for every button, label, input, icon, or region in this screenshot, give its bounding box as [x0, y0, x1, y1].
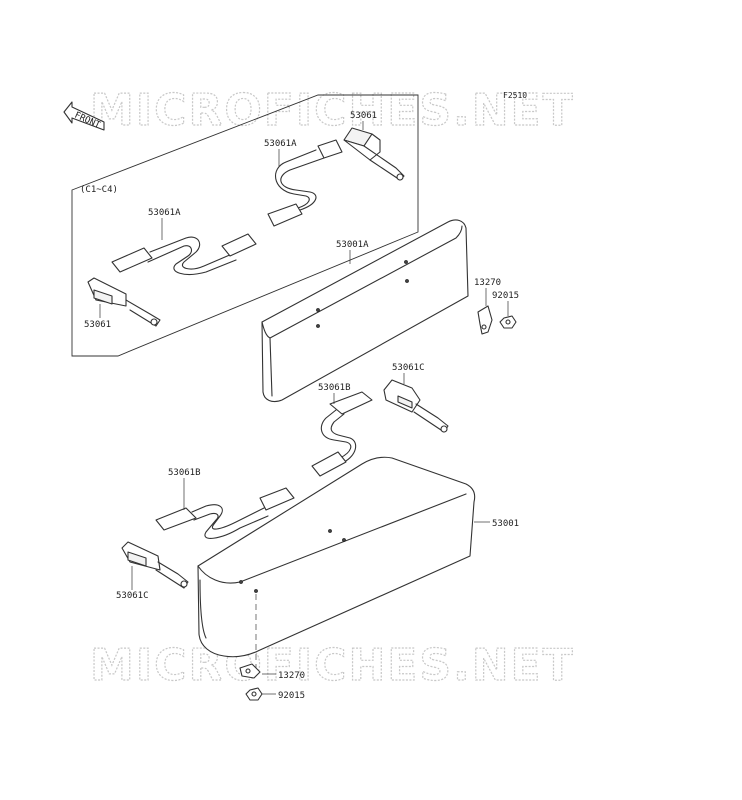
belt-b-lower: [155, 487, 295, 539]
belt-b-upper: [311, 391, 373, 477]
label-nut-lower: 92015: [278, 691, 305, 701]
buckle-c-lower: [121, 541, 189, 589]
figure-code: F2510: [503, 91, 527, 100]
label-backrest: 53001A: [336, 240, 369, 250]
bracket-upper: [477, 305, 493, 335]
variant-note: (C1~C4): [80, 185, 118, 195]
watermark-bottom: MICROFICHES.NET: [90, 640, 575, 691]
label-bracket-upper: 13270: [474, 278, 501, 288]
variant-inset-box: [71, 94, 419, 357]
label-buckle-c-upper: 53061C: [392, 363, 425, 373]
buckle-c-upper: [383, 379, 449, 433]
label-belt-b-upper: 53061B: [318, 383, 351, 393]
label-nut-upper: 92015: [492, 291, 519, 301]
bracket-lower: [239, 663, 261, 679]
label-bracket-lower: 13270: [278, 671, 305, 681]
label-box-belt-upper: 53061A: [264, 139, 297, 149]
inset-belt-upper: [267, 139, 343, 227]
inset-buckle-lower: [87, 277, 161, 327]
watermark-top: MICROFICHES.NET: [90, 85, 575, 136]
nut-upper: [499, 315, 517, 329]
label-belt-b-lower: 53061B: [168, 468, 201, 478]
inset-belt-lower: [111, 233, 257, 275]
label-box-buckle-lower: 53061: [84, 320, 111, 330]
label-buckle-c-lower: 53061C: [116, 591, 149, 601]
seat-cushion: [197, 456, 476, 658]
backrest-cushion: [261, 219, 469, 403]
label-box-belt-lower: 53061A: [148, 208, 181, 218]
label-seat: 53001: [492, 519, 519, 529]
inset-buckle-upper: [343, 127, 405, 181]
nut-lower: [245, 687, 263, 701]
label-box-buckle-upper: 53061: [350, 111, 377, 121]
